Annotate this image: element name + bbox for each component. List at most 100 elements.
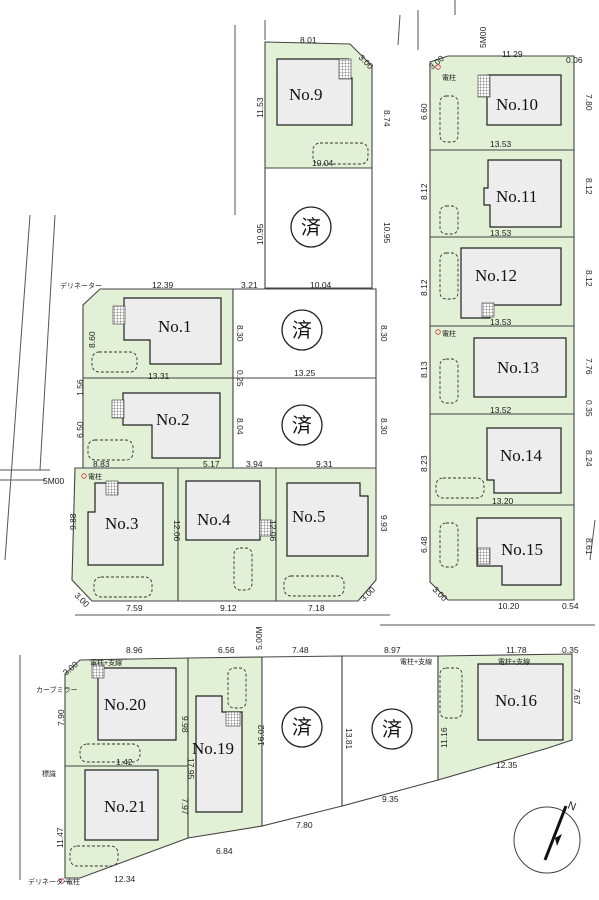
svg-text:13.31: 13.31: [148, 371, 170, 381]
svg-text:電柱: 電柱: [442, 73, 456, 82]
svg-text:7.76: 7.76: [584, 358, 594, 375]
svg-text:3.94: 3.94: [246, 459, 263, 469]
svg-text:8.12: 8.12: [419, 183, 429, 200]
svg-text:9.88: 9.88: [68, 513, 78, 530]
svg-text:7.18: 7.18: [308, 603, 325, 613]
sold-mark: 済: [301, 215, 321, 239]
svg-text:13.53: 13.53: [490, 139, 512, 149]
svg-text:標識: 標識: [42, 769, 56, 778]
svg-text:8.30: 8.30: [379, 418, 389, 435]
svg-text:0.54: 0.54: [562, 601, 579, 611]
lot-label: No.12: [475, 266, 517, 285]
lot-label: No.16: [495, 691, 537, 710]
svg-text:12.06: 12.06: [172, 520, 182, 542]
lot-label: No.1: [158, 317, 192, 336]
road-label-left: 5M00: [43, 476, 65, 486]
sold-mark: 済: [292, 413, 312, 437]
svg-text:カーブミラー: カーブミラー: [36, 685, 78, 694]
svg-text:電柱: 電柱: [442, 329, 456, 338]
svg-text:6.60: 6.60: [419, 103, 429, 120]
lot-label: No.5: [292, 507, 326, 526]
svg-text:7.90: 7.90: [56, 709, 66, 726]
svg-text:10.20: 10.20: [498, 601, 520, 611]
parking-outlines: [69, 95, 485, 867]
svg-text:0.25: 0.25: [235, 370, 245, 387]
svg-text:8.12: 8.12: [419, 279, 429, 296]
svg-text:デリネーター: デリネーター: [28, 877, 70, 886]
svg-text:9.98: 9.98: [180, 716, 190, 733]
svg-text:0.06: 0.06: [566, 55, 583, 65]
svg-text:電柱: 電柱: [88, 472, 102, 481]
svg-text:13.52: 13.52: [490, 405, 512, 415]
sold-mark: 済: [292, 318, 312, 342]
north-arrow-icon: N: [513, 800, 581, 874]
lot-label: No.20: [104, 695, 146, 714]
svg-text:12.34: 12.34: [114, 874, 136, 884]
svg-text:10.04: 10.04: [310, 280, 332, 290]
svg-text:7.80: 7.80: [296, 820, 313, 830]
svg-text:12.35: 12.35: [496, 760, 518, 770]
svg-text:11.53: 11.53: [255, 97, 265, 118]
house-footprints: [84, 58, 567, 841]
lot-label: No.10: [496, 95, 538, 114]
utility-notes: 電柱 電柱 電柱 電柱 電柱+支線 電柱+支線 電柱+支線 デリネーター デリネ…: [28, 64, 530, 886]
svg-text:電柱+支線: 電柱+支線: [498, 657, 530, 666]
lot-label: No.14: [500, 446, 543, 465]
svg-text:11.16: 11.16: [439, 727, 449, 748]
svg-text:8.30: 8.30: [379, 325, 389, 342]
lot-label: No.11: [496, 187, 537, 206]
svg-text:6.84: 6.84: [216, 846, 233, 856]
svg-text:9.31: 9.31: [316, 459, 333, 469]
svg-text:7.97: 7.97: [180, 798, 190, 815]
svg-text:10.95: 10.95: [382, 222, 392, 244]
lot-labels: No.9 No.10 No.11 No.12 No.13 No.14 No.15…: [104, 85, 543, 816]
svg-text:11.47: 11.47: [55, 827, 65, 848]
svg-text:13.20: 13.20: [492, 496, 514, 506]
svg-text:10.04: 10.04: [312, 158, 334, 168]
svg-text:6.50: 6.50: [75, 421, 85, 438]
svg-text:8.96: 8.96: [126, 645, 143, 655]
svg-text:電柱+支線: 電柱+支線: [90, 658, 122, 667]
svg-text:7.67: 7.67: [572, 688, 582, 705]
svg-text:11.78: 11.78: [506, 645, 527, 655]
svg-text:13.53: 13.53: [490, 228, 512, 238]
svg-text:デリネーター: デリネーター: [60, 281, 102, 290]
lot-label: No.21: [104, 797, 146, 816]
lot-label: No.19: [192, 739, 234, 758]
svg-text:17.95: 17.95: [186, 758, 196, 780]
svg-text:8.61: 8.61: [584, 538, 594, 555]
sold-mark: 済: [292, 715, 312, 739]
lot-label: No.13: [497, 358, 539, 377]
svg-text:N: N: [566, 800, 578, 814]
svg-text:5.17: 5.17: [203, 459, 220, 469]
svg-text:9.35: 9.35: [382, 794, 399, 804]
svg-text:13.53: 13.53: [490, 317, 512, 327]
svg-text:13.25: 13.25: [294, 368, 316, 378]
svg-text:7.80: 7.80: [584, 94, 594, 111]
svg-text:12.39: 12.39: [152, 280, 174, 290]
svg-text:8.23: 8.23: [419, 455, 429, 472]
svg-text:6.48: 6.48: [419, 536, 429, 553]
svg-text:7.59: 7.59: [126, 603, 143, 613]
lot-label: No.15: [501, 540, 543, 559]
lot-label: No.4: [197, 510, 231, 529]
sold-marks: 済 済 済 済 済: [281, 206, 413, 750]
svg-text:11.29: 11.29: [502, 49, 523, 59]
svg-text:3.21: 3.21: [241, 280, 258, 290]
svg-text:8.83: 8.83: [93, 459, 110, 469]
svg-text:10.95: 10.95: [255, 223, 265, 245]
svg-text:8.97: 8.97: [384, 645, 401, 655]
road-label-middle: 5.00M: [254, 626, 264, 650]
svg-text:電柱+支線: 電柱+支線: [400, 657, 432, 666]
svg-text:6.56: 6.56: [218, 645, 235, 655]
svg-text:8.04: 8.04: [235, 418, 245, 435]
svg-text:電柱: 電柱: [66, 877, 80, 886]
lot-label: No.3: [105, 514, 139, 533]
svg-text:8.12: 8.12: [584, 178, 594, 195]
svg-text:12.06: 12.06: [268, 520, 278, 542]
svg-text:8.30: 8.30: [235, 325, 245, 342]
lot-label: No.9: [289, 85, 323, 104]
svg-text:1.42: 1.42: [116, 757, 133, 767]
svg-text:8.74: 8.74: [382, 110, 392, 127]
